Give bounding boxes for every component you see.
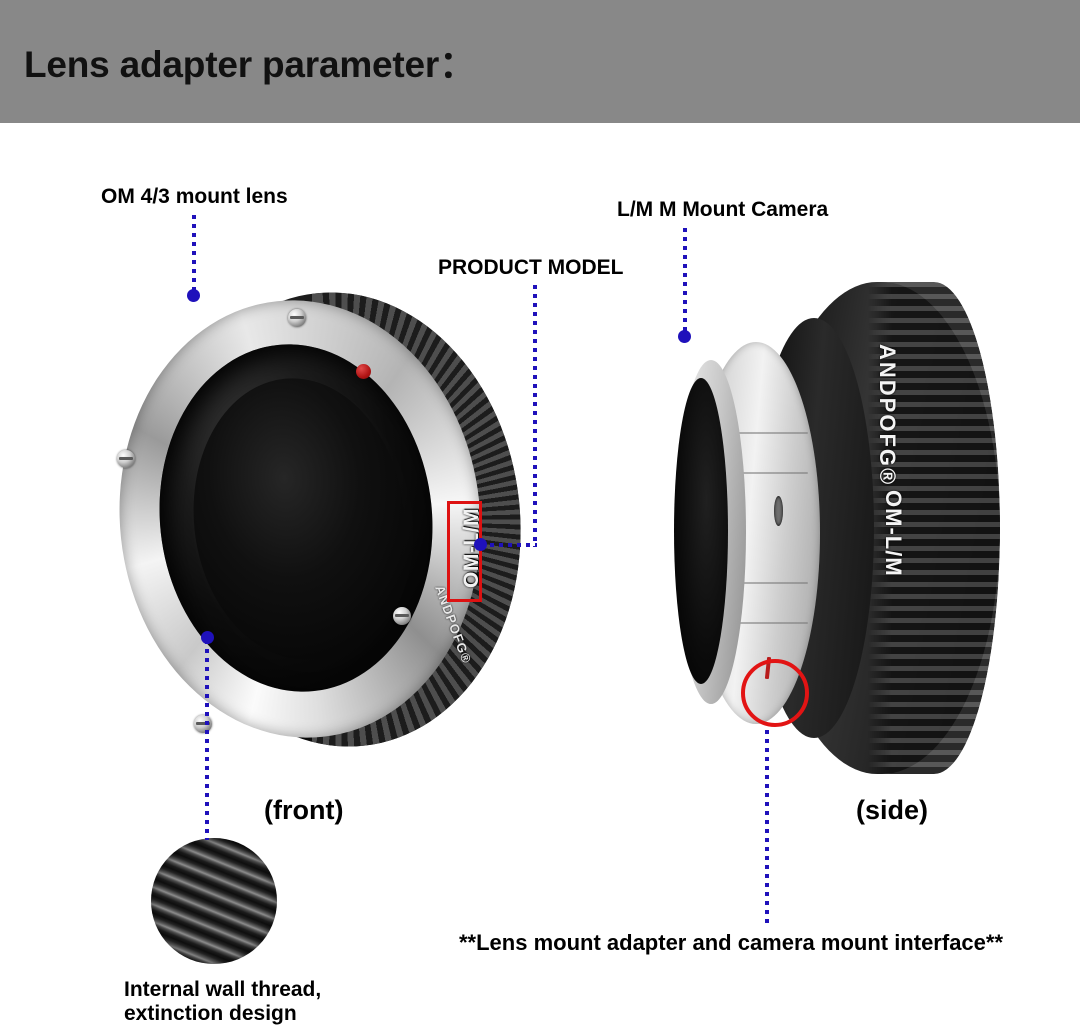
front-screw-right bbox=[393, 607, 411, 625]
side-flange-groove-1 bbox=[698, 432, 808, 434]
side-flange-groove-4 bbox=[698, 622, 808, 624]
page-title: Lens adapter parameter： bbox=[24, 44, 476, 85]
connector-line-mount-interface bbox=[765, 730, 769, 928]
side-knurled-grip bbox=[868, 282, 1000, 774]
product-model-highlight-box bbox=[447, 501, 482, 602]
side-model-engraving: OM-L/M bbox=[881, 490, 906, 577]
side-flange-groove-3 bbox=[698, 582, 808, 584]
caption-front-view: (front) bbox=[264, 795, 344, 825]
connector-line-lm-mount-camera bbox=[683, 228, 687, 336]
note-mount-interface: **Lens mount adapter and camera mount in… bbox=[459, 930, 1004, 955]
side-locating-hole bbox=[774, 496, 783, 526]
note-internal-thread-line1: Internal wall thread, bbox=[124, 978, 322, 1001]
connector-line-product-model-horizontal bbox=[481, 543, 537, 547]
note-internal-thread-line2: extinction design bbox=[124, 1002, 297, 1025]
connector-line-om-mount-lens bbox=[192, 215, 196, 295]
caption-side-view: (side) bbox=[856, 795, 929, 825]
side-flange-groove-2 bbox=[698, 472, 808, 474]
front-screw-bottom bbox=[194, 715, 212, 733]
front-screw-top bbox=[288, 309, 306, 327]
connector-line-product-model-vertical bbox=[533, 285, 537, 547]
label-product-model: PRODUCT MODEL bbox=[438, 256, 624, 279]
header-bar: Lens adapter parameter： bbox=[0, 0, 1080, 123]
side-mount-opening bbox=[674, 378, 728, 684]
side-brand-mark: ANDPOFG® bbox=[875, 344, 900, 487]
label-om-mount-lens: OM 4/3 mount lens bbox=[101, 185, 288, 208]
connector-dot-product-model bbox=[474, 538, 487, 551]
label-lm-mount-camera: L/M M Mount Camera bbox=[617, 198, 829, 221]
connector-dot-internal-thread bbox=[201, 631, 214, 644]
mount-interface-highlight-circle bbox=[741, 659, 809, 727]
front-red-alignment-dot bbox=[356, 364, 371, 379]
internal-thread-texture-detail bbox=[151, 838, 277, 964]
adapter-side-view-image: ANDPOFG® OM-L/M bbox=[668, 282, 1000, 782]
front-screw-left bbox=[117, 450, 135, 468]
connector-dot-om-mount-lens bbox=[187, 289, 200, 302]
adapter-front-view-image: ANDPOFG® bbox=[98, 274, 543, 765]
connector-dot-lm-mount-camera bbox=[678, 330, 691, 343]
connector-line-internal-thread bbox=[205, 640, 209, 840]
